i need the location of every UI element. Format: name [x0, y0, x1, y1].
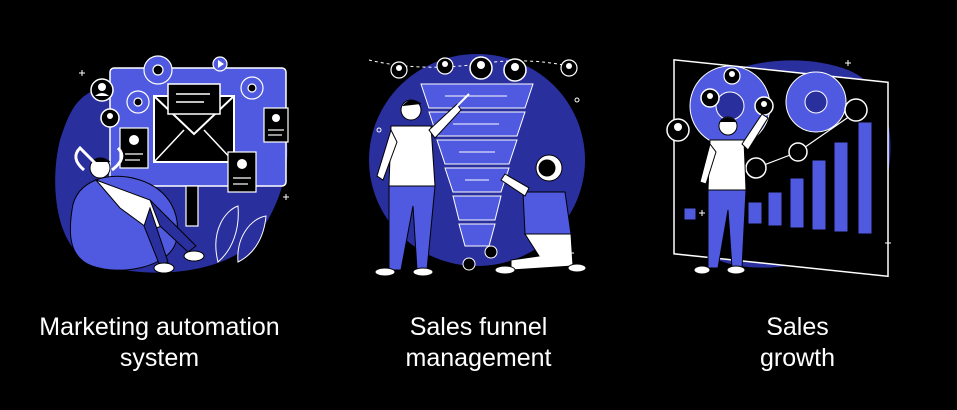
relaxing-person	[74, 145, 205, 274]
user-avatar-icon	[390, 61, 408, 79]
standing-man	[374, 93, 470, 277]
chart-bar	[789, 177, 805, 229]
caption: Marketing automation system	[0, 312, 319, 374]
monitor-stand	[185, 185, 199, 227]
user-avatar-icon	[666, 118, 690, 142]
contact-card-icon	[227, 151, 257, 193]
panel-sales-funnel: Sales funnel management	[319, 0, 638, 410]
bar-chart-icon	[683, 121, 873, 235]
marketing-automation-illustration	[55, 55, 289, 274]
user-avatar-icon	[436, 57, 454, 75]
chart-bar	[833, 141, 849, 233]
caption-line-1: Marketing automation	[39, 313, 280, 341]
sparkle-icon	[699, 60, 891, 246]
sparkle-icon	[376, 97, 580, 256]
envelope-icon	[153, 83, 235, 163]
user-avatar-icon	[754, 96, 774, 116]
caption: Sales funnel management	[319, 312, 638, 374]
user-avatar-icon	[100, 108, 120, 128]
gear-icon	[240, 76, 264, 100]
caption-line-2: management	[405, 344, 552, 372]
contact-card-icon	[263, 107, 289, 143]
standing-man	[693, 113, 769, 275]
contact-card-icon	[119, 127, 149, 169]
funnel-stage-6	[458, 223, 496, 247]
user-avatar-icon	[90, 78, 114, 102]
user-avatar-icon	[503, 58, 527, 82]
panel-sales-growth: Sales growth	[638, 0, 957, 410]
leaf-icon	[215, 205, 267, 263]
caption-line-2: system	[119, 344, 200, 372]
dollar-coin-icon	[745, 98, 868, 179]
gear-icon	[785, 71, 847, 133]
panel-marketing-automation: Marketing automation system	[0, 0, 319, 410]
chart-bar	[811, 159, 827, 231]
user-avatar-icon	[469, 56, 493, 80]
sparkle-icon	[79, 70, 289, 200]
sales-growth-illustration	[666, 58, 891, 278]
funnel-stage-5	[452, 195, 502, 221]
kneeling-woman	[494, 154, 587, 275]
caption-line-2: growth	[759, 344, 836, 372]
chart-bar	[747, 201, 763, 225]
funnel-icon	[420, 83, 534, 247]
play-icon	[212, 56, 228, 72]
dollar-coin-icon	[462, 245, 498, 271]
gear-icon	[126, 90, 150, 114]
caption-line-1: Sales	[766, 313, 829, 341]
gear-icon	[143, 55, 173, 85]
chart-bar	[767, 191, 783, 227]
user-avatar-icon	[560, 59, 578, 77]
sales-funnel-illustration	[368, 54, 587, 277]
caption-line-1: Sales funnel	[409, 313, 548, 341]
user-avatar-icon	[700, 88, 720, 108]
user-avatar-icon	[723, 67, 741, 85]
beanbag	[69, 175, 178, 271]
chart-bar	[857, 121, 873, 235]
chart-bar	[683, 207, 697, 221]
caption: Sales growth	[638, 312, 957, 374]
